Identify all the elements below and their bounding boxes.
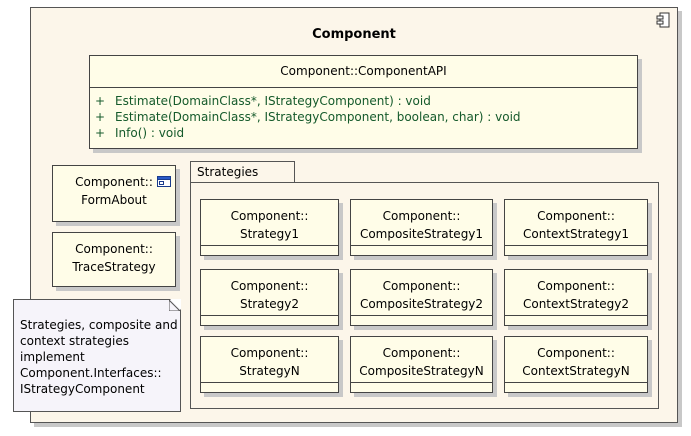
form-icon: [157, 176, 171, 187]
context-strategy-class[interactable]: Component:: ContextStrategy2: [504, 269, 648, 326]
form-about-class[interactable]: Component:: FormAbout: [52, 165, 176, 222]
strategy-class[interactable]: Component:: Strategy2: [200, 269, 339, 326]
component-icon: [656, 12, 670, 28]
api-operation: +Estimate(DomainClass*, IStrategyCompone…: [95, 110, 521, 124]
strategy-class[interactable]: Component:: Strategy1: [200, 199, 339, 256]
note-fold-corner: [170, 299, 181, 310]
trace-strategy-name: TraceStrategy: [72, 260, 156, 274]
component-api-class[interactable]: Component::ComponentAPI +Estimate(Domain…: [89, 55, 638, 149]
api-operation: +Estimate(DomainClass*, IStrategyCompone…: [95, 94, 431, 108]
note[interactable]: Strategies, composite and context strate…: [13, 299, 181, 412]
note-fold-icon: [169, 300, 180, 311]
composite-strategy-class[interactable]: Component:: CompositeStrategyN: [350, 336, 493, 393]
composite-strategy-class[interactable]: Component:: CompositeStrategy1: [350, 199, 493, 256]
context-strategy-class[interactable]: Component:: ContextStrategy1: [504, 199, 648, 256]
form-about-namespace: Component::: [75, 175, 153, 189]
trace-strategy-class[interactable]: Component:: TraceStrategy: [52, 232, 176, 287]
note-text: Strategies, composite and context strate…: [20, 318, 178, 396]
strategies-package-tab[interactable]: Strategies: [190, 161, 295, 183]
component-api-name: Component::ComponentAPI: [90, 56, 637, 88]
trace-strategy-namespace: Component::: [75, 242, 153, 256]
form-about-name: FormAbout: [81, 193, 147, 207]
component-title: Component: [312, 27, 396, 42]
context-strategy-class[interactable]: Component:: ContextStrategyN: [504, 336, 648, 393]
strategy-class[interactable]: Component:: StrategyN: [200, 336, 339, 393]
composite-strategy-class[interactable]: Component:: CompositeStrategy2: [350, 269, 493, 326]
api-operation: +Info() : void: [95, 126, 185, 140]
